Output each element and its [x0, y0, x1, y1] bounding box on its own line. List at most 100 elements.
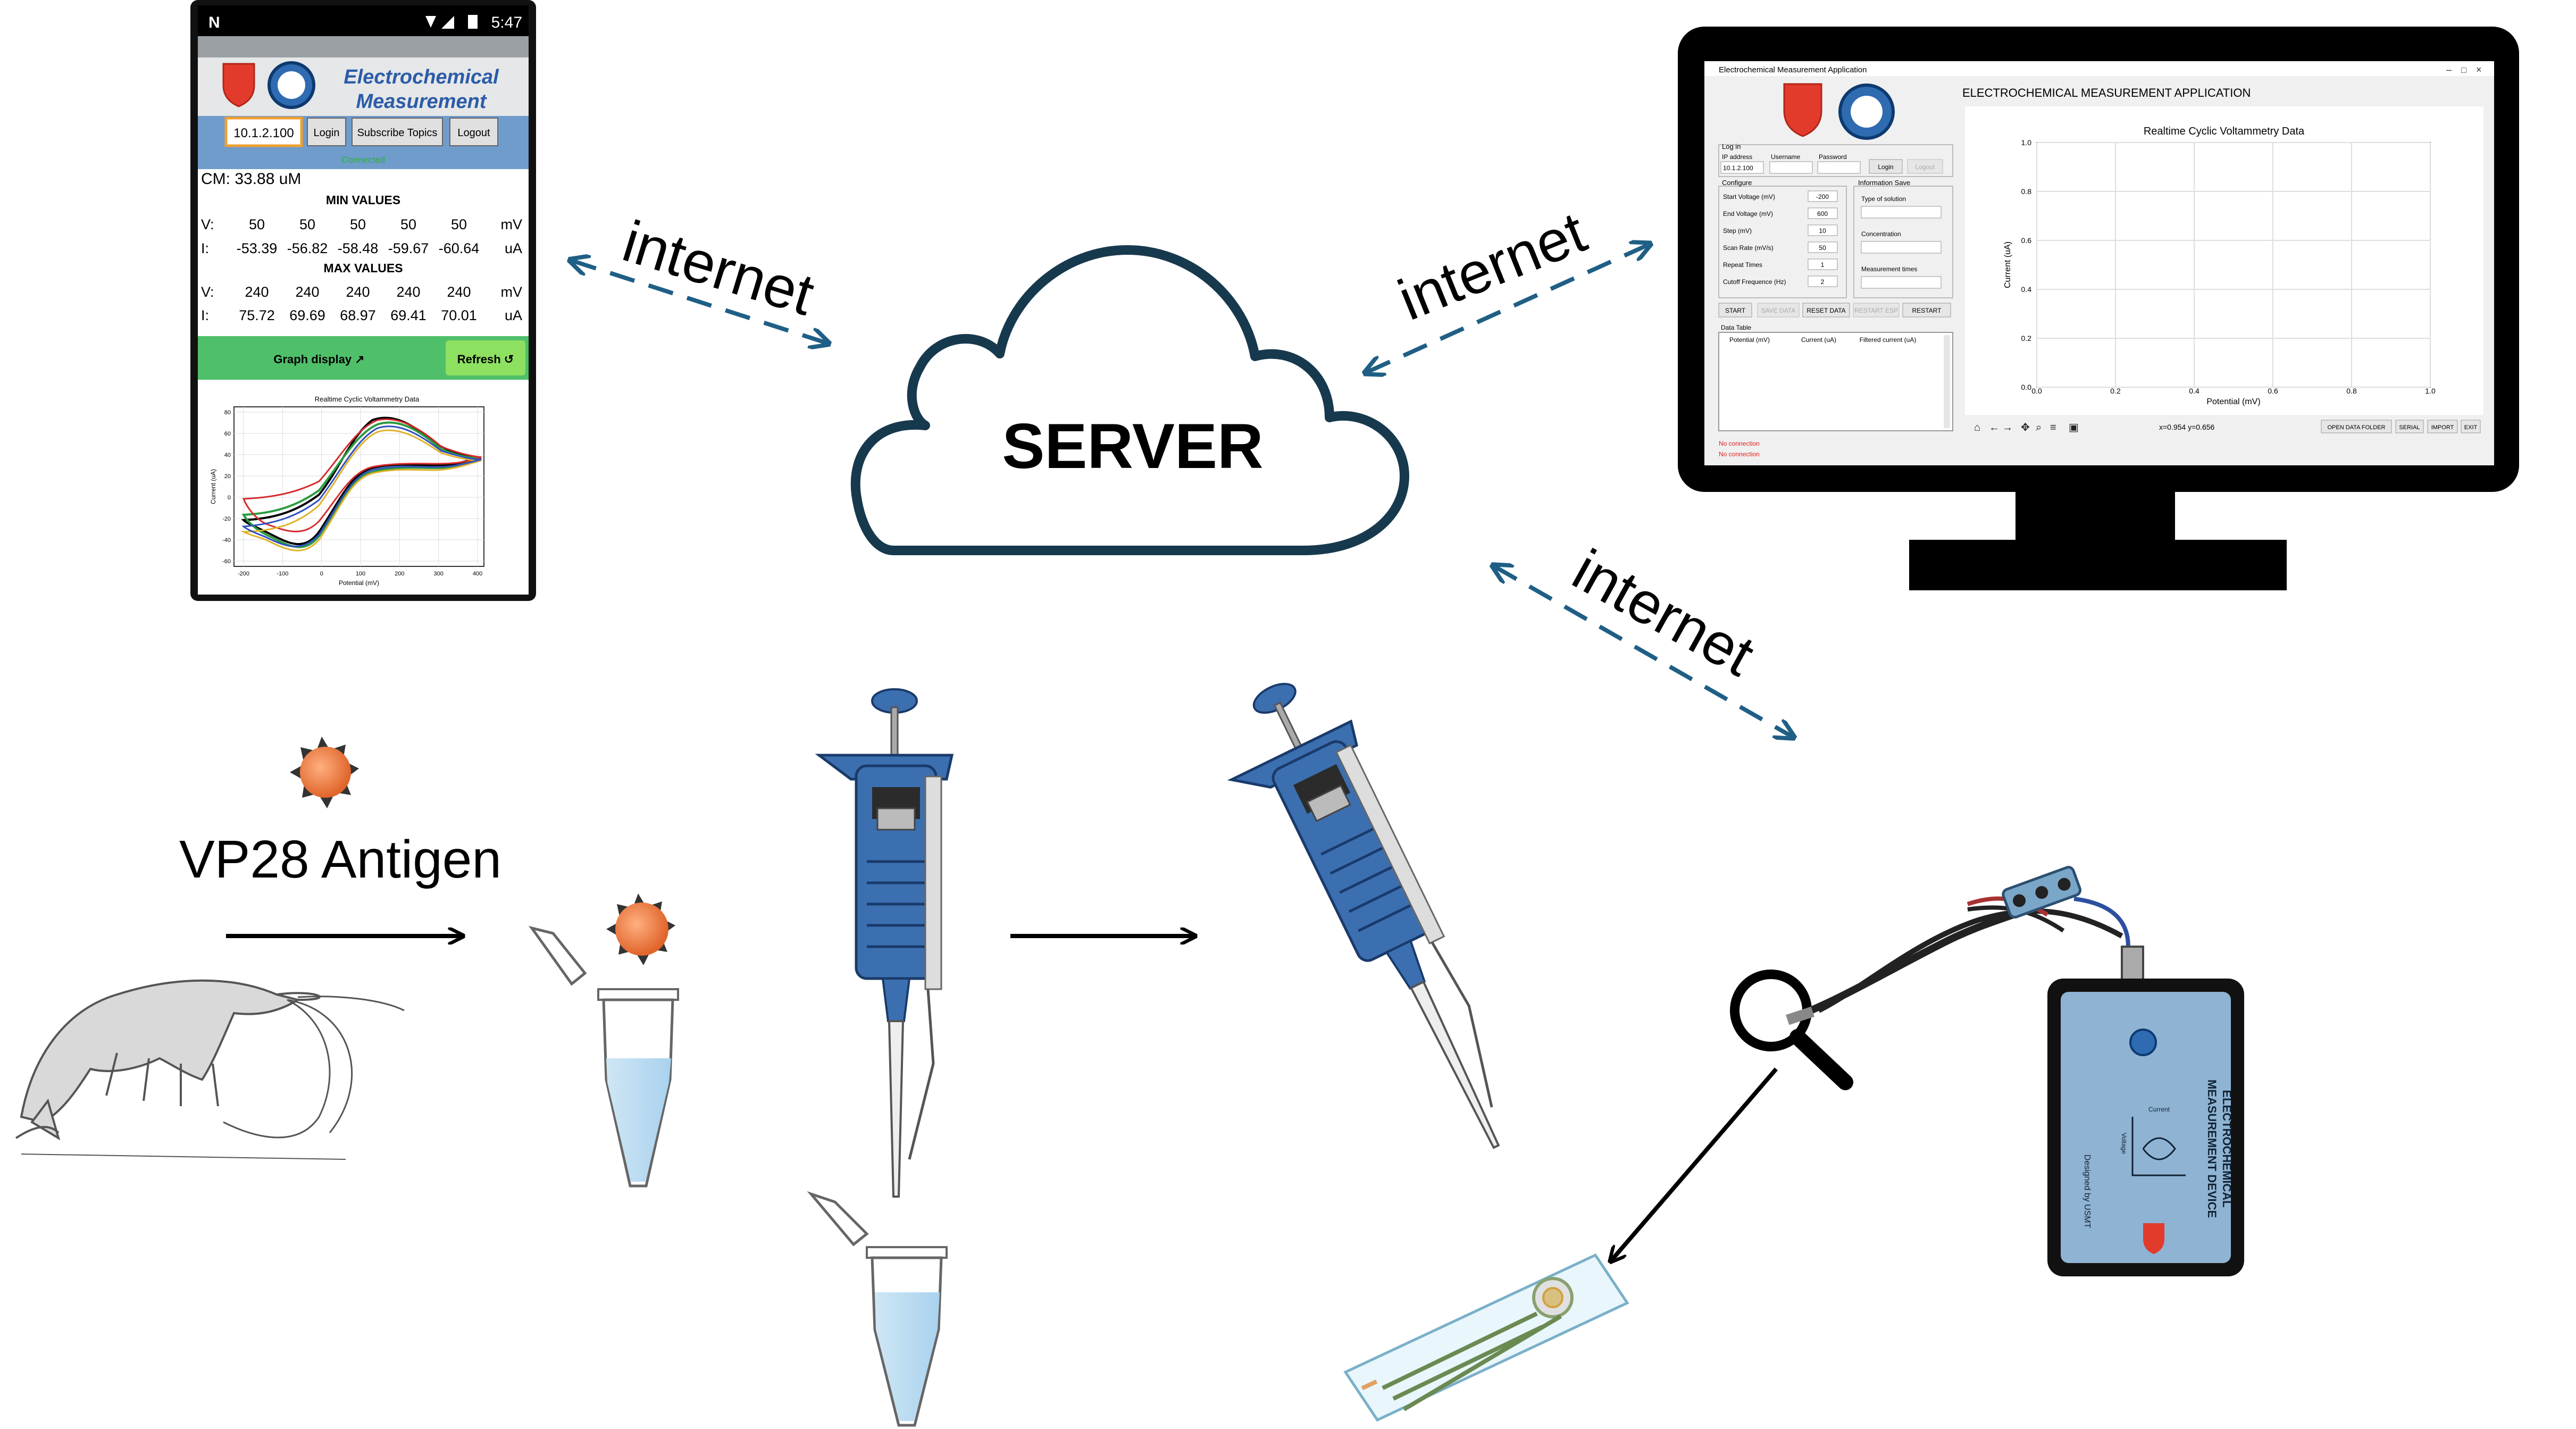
desktop-password-input[interactable]: [1817, 161, 1861, 174]
phone-max-i-value: 69.69: [289, 307, 325, 323]
desktop-bottom-button[interactable]: [2321, 420, 2392, 433]
phone-subscribe-label: Subscribe Topics: [357, 127, 438, 139]
phone-y-tick: 60: [224, 431, 231, 437]
home-icon[interactable]: ⌂: [1974, 422, 1980, 433]
screen-printed-electrode: [1343, 1253, 1629, 1422]
desktop-y-tick: 0.4: [2021, 285, 2032, 294]
phone-logout-button[interactable]: [449, 118, 498, 146]
phone-min-v-value: 50: [299, 216, 315, 232]
desktop-x-tick: 0.6: [2268, 387, 2278, 395]
phone-refresh-button[interactable]: [446, 340, 525, 375]
phone-min-i-value: -53.39: [237, 240, 278, 256]
desktop-ip-input[interactable]: [1720, 161, 1764, 174]
phone-min-i-value: -56.82: [287, 240, 328, 256]
phone-min-i-label: I:: [201, 240, 209, 256]
device-line2: MEASUREMENT DEVICE: [2205, 1080, 2219, 1218]
desktop-config-input[interactable]: [1808, 258, 1838, 270]
phone-max-v-value: 240: [447, 284, 471, 300]
desktop-bottom-button-label: SERIAL: [2399, 424, 2420, 431]
desktop-type-label: Type of solution: [1861, 195, 1906, 203]
desktop-times-label: Measurement times: [1861, 265, 1917, 273]
desktop-config-label: Scan Rate (mV/s): [1723, 244, 1774, 252]
cv-curve-blue: [241, 425, 482, 547]
desktop-action-button[interactable]: [1902, 303, 1951, 317]
phone-y-tick: 20: [224, 473, 231, 480]
zoom-icon[interactable]: ⌕: [2036, 422, 2042, 433]
desktop-action-label: RESET DATA: [1806, 307, 1845, 314]
desktop-config-input[interactable]: [1808, 275, 1838, 287]
phone-min-title: MIN VALUES: [326, 193, 400, 207]
back-icon[interactable]: ←: [1989, 422, 2000, 433]
internet-label-phone: internet: [616, 208, 822, 328]
cv-curve-yellow: [240, 429, 482, 551]
desktop-conc-input[interactable]: [1861, 241, 1942, 254]
forward-icon[interactable]: →: [2002, 422, 2013, 433]
internet-arrow-desktop: [1367, 245, 1649, 372]
phone-ip-input[interactable]: [224, 116, 303, 147]
monitor-stand: [1909, 540, 2287, 590]
desktop-config-input[interactable]: [1808, 224, 1838, 236]
desktop-action-label: START: [1725, 307, 1746, 314]
minimize-icon[interactable]: –: [2446, 64, 2452, 75]
desktop-x-tick: 0.4: [2189, 387, 2199, 395]
desktop-action-button[interactable]: [1757, 303, 1800, 317]
phone-max-v-label: V:: [201, 284, 214, 300]
desktop-logout-label: Logout: [1916, 163, 1935, 171]
server-label: SERVER: [1002, 411, 1263, 482]
phone-min-v-unit: mV: [501, 216, 523, 232]
close-icon[interactable]: ×: [2476, 64, 2482, 75]
desktop-login-button[interactable]: [1869, 159, 1903, 174]
desktop-action-button[interactable]: [1802, 303, 1850, 317]
phone-min-i-value: -60.64: [439, 240, 480, 256]
desktop-bottom-button[interactable]: [2427, 420, 2458, 433]
device-line1: ELECTROCHEMICAL: [2220, 1090, 2234, 1207]
desktop-action-button[interactable]: [1718, 303, 1752, 317]
desktop-type-input[interactable]: [1861, 206, 1942, 219]
desktop-config-input[interactable]: [1808, 241, 1838, 253]
desktop-times-input[interactable]: [1861, 276, 1942, 289]
phone-chart-xlabel: Potential (mV): [339, 579, 379, 587]
desktop-chart-ylabel: Current (uA): [2003, 241, 2012, 288]
pan-icon[interactable]: ✥: [2021, 422, 2030, 433]
desktop-logout-button[interactable]: [1907, 159, 1943, 174]
phone-min-v-value: 50: [350, 216, 366, 232]
phone-login-button[interactable]: [307, 118, 346, 146]
phone-y-tick: -60: [222, 558, 231, 565]
save-figure-icon[interactable]: ▣: [2069, 422, 2079, 433]
desktop-bottom-button[interactable]: [2395, 420, 2424, 433]
internet-label-device: internet: [1562, 537, 1765, 688]
desktop-username-input[interactable]: [1769, 161, 1813, 174]
configure-subplots-icon[interactable]: ≡: [2050, 422, 2056, 433]
desktop-chart-xlabel: Potential (mV): [2206, 397, 2260, 406]
phone-title-line1: Electrochemical: [344, 66, 499, 88]
internet-arrow-phone: [572, 261, 827, 343]
phone-subscribe-button[interactable]: [352, 118, 443, 146]
desktop-config-input[interactable]: [1808, 207, 1838, 219]
phone-max-v-unit: mV: [501, 284, 523, 300]
desktop-bottom-button[interactable]: [2461, 420, 2481, 433]
monitor-neck: [2015, 492, 2175, 540]
maximize-icon[interactable]: □: [2461, 66, 2466, 75]
phone-y-tick: -40: [222, 537, 231, 544]
desktop-data-table[interactable]: [1718, 332, 1953, 431]
desktop-y-tick: 0.6: [2021, 236, 2032, 245]
desktop-status-2: No connection: [1719, 450, 1760, 458]
desktop-y-tick: 0.8: [2021, 187, 2032, 196]
antigen-icon: [290, 737, 359, 808]
desktop-action-button[interactable]: [1853, 303, 1900, 317]
desktop-status-1: No connection: [1719, 440, 1760, 447]
desktop-password-label: Password: [1819, 153, 1847, 161]
desktop-table-column-header: Current (uA): [1801, 336, 1836, 344]
desktop-table-scrollbar[interactable]: [1944, 335, 1950, 428]
desktop-config-value: 50: [1819, 244, 1826, 252]
desktop-config-input[interactable]: [1808, 190, 1838, 202]
phone-x-tick: 300: [433, 571, 443, 577]
desktop-table-header: Potential (mV)Current (uA)Filtered curre…: [1729, 336, 1916, 344]
phone-graph-display-button[interactable]: Graph display ↗: [273, 353, 364, 366]
desktop-bottom-button-label: EXIT: [2464, 424, 2478, 431]
phone-min-v-value: 50: [451, 216, 467, 232]
battery-icon: [468, 15, 478, 29]
phone-chart-ylabel: Current (uA): [210, 469, 217, 504]
